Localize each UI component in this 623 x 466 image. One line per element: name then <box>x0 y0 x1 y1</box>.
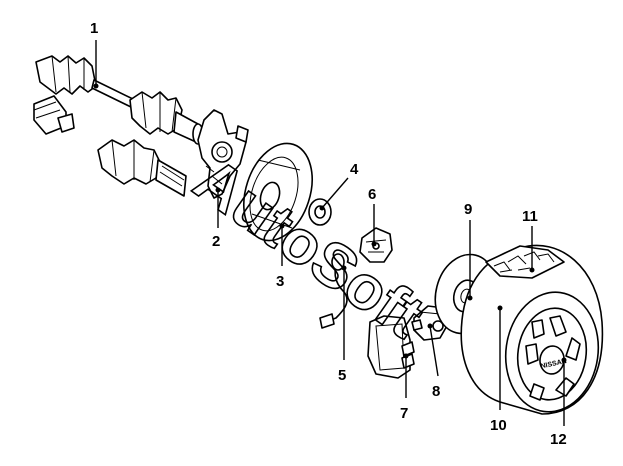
dust-shield <box>243 142 313 242</box>
drive-shaft <box>35 55 204 145</box>
callout-5: 5 <box>338 367 346 384</box>
callout-10: 10 <box>490 417 507 434</box>
tyre-and-wheel: NISSAN <box>460 244 604 415</box>
wheel-bearing <box>308 198 332 226</box>
cv-joint-cup <box>33 95 75 135</box>
callout-labels: 1 2 3 4 5 6 7 8 9 10 11 12 <box>90 20 567 448</box>
brake-pads <box>367 315 415 379</box>
callout-9: 9 <box>464 201 472 218</box>
callout-7: 7 <box>400 405 408 422</box>
callout-leaders <box>93 40 567 426</box>
inner-shaft-boot <box>97 139 187 197</box>
callout-11: 11 <box>522 208 538 225</box>
steering-knuckle <box>197 109 249 199</box>
callout-3: 3 <box>276 273 284 290</box>
callout-12: 12 <box>550 431 567 448</box>
callout-6: 6 <box>368 186 376 203</box>
callout-8: 8 <box>432 383 440 400</box>
callout-2: 2 <box>212 233 220 250</box>
callout-4: 4 <box>350 161 359 178</box>
callout-1: 1 <box>90 20 98 37</box>
